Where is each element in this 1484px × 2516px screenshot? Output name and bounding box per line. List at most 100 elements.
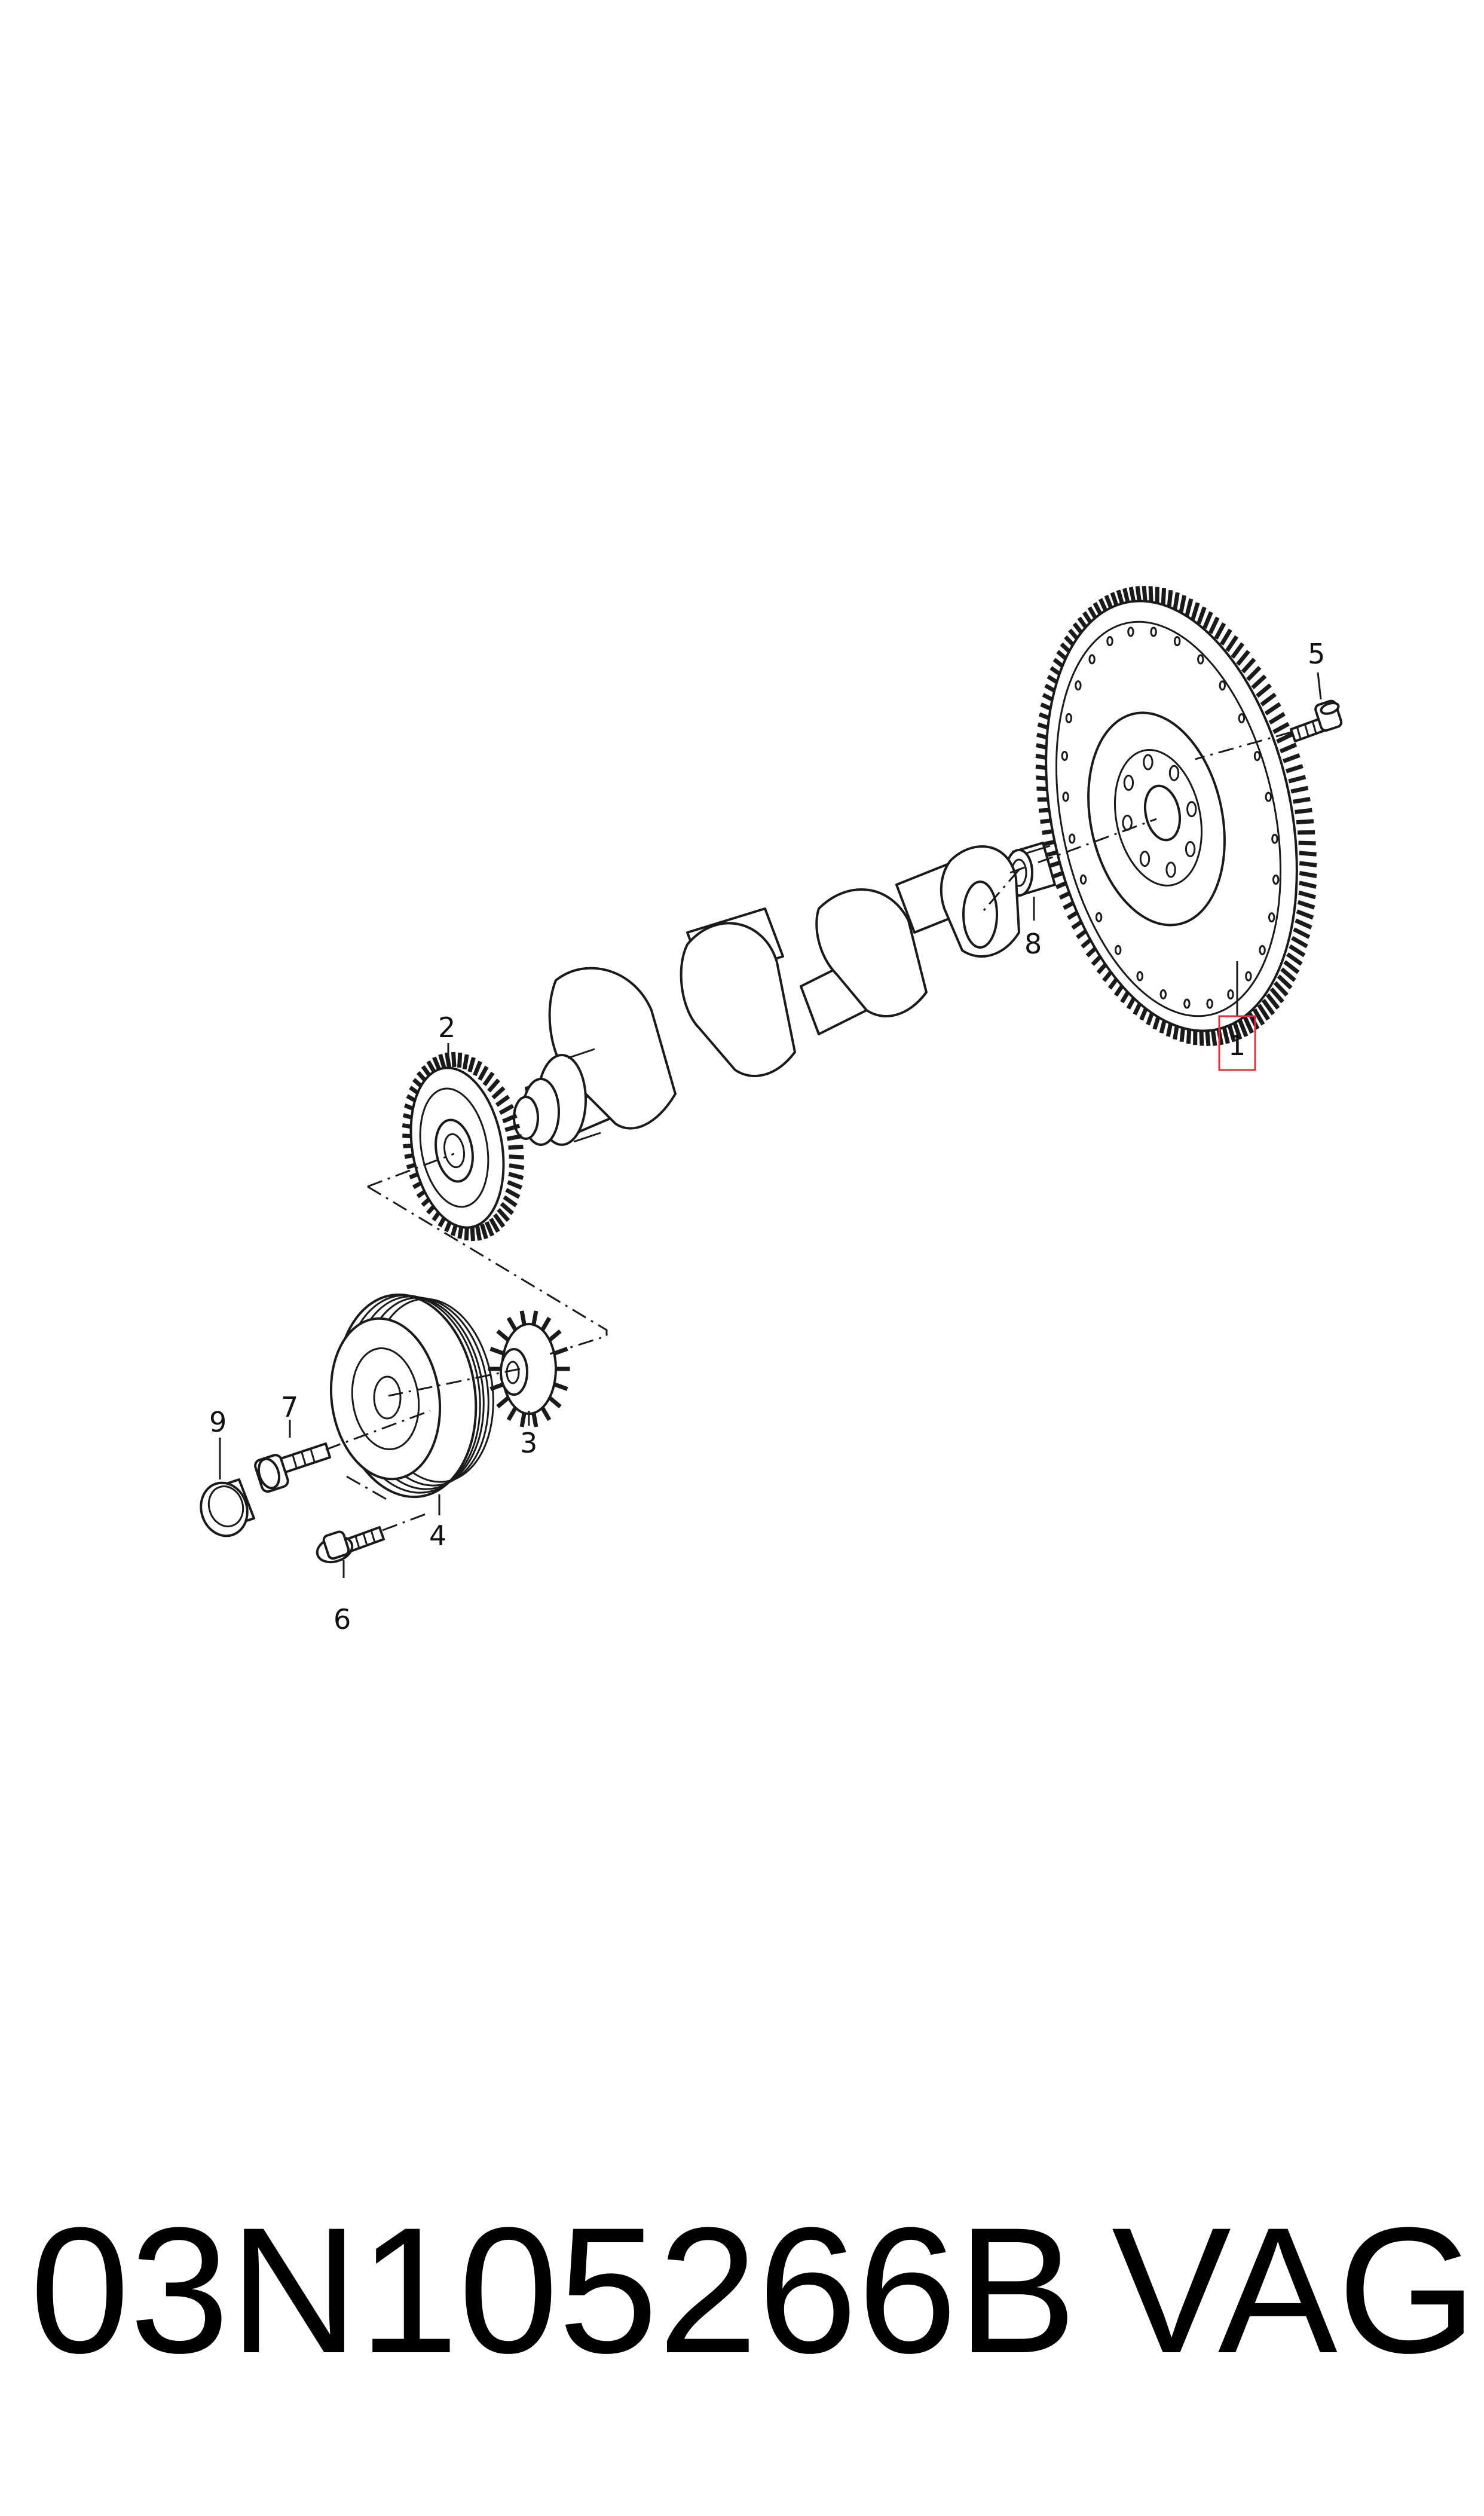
sprocket-tooth bbox=[489, 1347, 507, 1356]
gear-tooth bbox=[467, 1057, 476, 1073]
flywheel-hole bbox=[1150, 626, 1157, 637]
flywheel-hole bbox=[1219, 680, 1226, 691]
flywheel-tooth bbox=[1295, 808, 1312, 814]
flywheel-tooth bbox=[1173, 592, 1180, 610]
gear-tooth bbox=[509, 1163, 525, 1170]
flywheel-tooth bbox=[1291, 936, 1308, 949]
flywheel-tooth bbox=[1252, 1008, 1265, 1026]
flywheel-tooth bbox=[1286, 952, 1303, 966]
flywheel-tooth bbox=[1264, 702, 1281, 716]
flywheel-hole bbox=[1245, 971, 1252, 982]
flywheel-tooth bbox=[1276, 732, 1294, 744]
flywheel-tooth bbox=[1297, 900, 1315, 910]
flywheel-hole bbox=[1271, 833, 1278, 844]
assembly-guide-lines bbox=[325, 731, 1292, 1531]
sprocket-tooth bbox=[506, 1316, 519, 1333]
flywheel-tooth bbox=[1231, 642, 1245, 659]
flywheel-hole bbox=[1136, 971, 1143, 982]
flywheel-tooth bbox=[1279, 742, 1298, 754]
gear-tooth bbox=[497, 1207, 510, 1222]
flywheel-tooth bbox=[1269, 987, 1284, 1004]
sprocket-tooth bbox=[519, 1410, 527, 1427]
hub-hole bbox=[1143, 754, 1153, 771]
small-bolt bbox=[316, 1526, 385, 1564]
flywheel-hole bbox=[1268, 912, 1275, 923]
flywheel-tooth bbox=[1286, 764, 1304, 774]
gear-tooth bbox=[498, 1103, 515, 1115]
flywheel-hole bbox=[1127, 626, 1134, 637]
flywheel-hole bbox=[1183, 998, 1191, 1009]
pulley-bolt bbox=[254, 1442, 331, 1493]
flywheel-hole bbox=[1088, 654, 1096, 665]
callout-3: 3 bbox=[520, 1427, 537, 1459]
flywheel-tooth bbox=[1288, 775, 1306, 784]
flywheel-tooth bbox=[1299, 871, 1317, 879]
sprocket-tooth bbox=[546, 1395, 562, 1409]
flywheel-tooth bbox=[1203, 611, 1213, 629]
hub-hole bbox=[1185, 841, 1196, 857]
flywheel-tooth bbox=[1191, 602, 1200, 620]
flywheel-tooth bbox=[1299, 851, 1317, 857]
gear-tooth bbox=[478, 1065, 489, 1081]
flywheel-tooth bbox=[1128, 586, 1136, 605]
hub-hole bbox=[1139, 851, 1151, 867]
vibration-damper-pulley bbox=[329, 1293, 494, 1499]
gear-tooth bbox=[484, 1221, 494, 1237]
flywheel-tooth bbox=[1283, 960, 1300, 974]
callout-2: 2 bbox=[438, 1011, 455, 1044]
flywheel-hole bbox=[1238, 713, 1246, 724]
gear-tooth bbox=[506, 1134, 522, 1141]
flywheel-tooth bbox=[1293, 797, 1311, 804]
flywheel-tooth bbox=[1238, 1019, 1249, 1037]
flywheel-tooth bbox=[1251, 674, 1267, 690]
flywheel-tooth bbox=[1197, 606, 1207, 625]
gear-tooth bbox=[470, 1225, 476, 1242]
flywheel-hole bbox=[1227, 989, 1234, 999]
flywheel-hub-bolt-holes bbox=[1122, 754, 1197, 878]
flywheel-tooth bbox=[1227, 1024, 1237, 1043]
flywheel-tooth bbox=[1260, 692, 1277, 707]
flywheel-tooth bbox=[1296, 819, 1314, 825]
flywheel-hole bbox=[1253, 751, 1261, 762]
flywheel-tooth bbox=[1246, 665, 1262, 681]
flywheel-tooth bbox=[1214, 622, 1226, 640]
flywheel-tooth bbox=[1210, 1028, 1217, 1046]
hub-hole bbox=[1186, 801, 1197, 818]
sprocket-tooth bbox=[506, 1405, 519, 1421]
flywheel-tooth bbox=[1199, 1028, 1204, 1046]
flywheel-hole bbox=[1075, 680, 1082, 691]
flywheel-bolt-holes bbox=[1061, 626, 1280, 1009]
gear-tooth bbox=[475, 1225, 482, 1241]
gear-tooth bbox=[491, 1086, 506, 1100]
gear-tooth bbox=[489, 1218, 500, 1233]
flywheel-tooth bbox=[1299, 861, 1317, 868]
callout-5: 5 bbox=[1308, 638, 1325, 670]
callout-6: 6 bbox=[333, 1603, 351, 1635]
sealing-plug bbox=[200, 1478, 255, 1537]
gear-tooth bbox=[432, 1056, 442, 1072]
flywheel-hole bbox=[1062, 791, 1069, 802]
callout-8: 8 bbox=[1024, 928, 1042, 960]
gear-tooth bbox=[464, 1225, 469, 1241]
flywheel-tooth bbox=[1289, 944, 1306, 958]
flywheel-tooth bbox=[1208, 616, 1220, 634]
flywheel-tooth bbox=[1277, 974, 1293, 990]
flywheel-tooth bbox=[1232, 1022, 1243, 1040]
highlighted-callout-box bbox=[1218, 1015, 1256, 1071]
sprocket-tooth bbox=[531, 1310, 538, 1328]
callout-4: 4 bbox=[429, 1520, 446, 1552]
flywheel-tooth bbox=[1135, 586, 1142, 604]
flywheel-hole bbox=[1174, 636, 1181, 647]
hub-hole bbox=[1168, 765, 1180, 781]
gear-tooth bbox=[508, 1172, 524, 1180]
flywheel-tooth bbox=[1142, 585, 1148, 604]
gear-tooth bbox=[505, 1188, 521, 1199]
flywheel-hole bbox=[1095, 912, 1103, 922]
flywheel-tooth bbox=[1179, 595, 1187, 613]
flywheel-tooth bbox=[1272, 722, 1290, 734]
gear-tooth bbox=[503, 1195, 518, 1207]
flywheel-tooth bbox=[1299, 881, 1317, 889]
gear-tooth bbox=[438, 1053, 446, 1069]
gear-tooth bbox=[473, 1060, 482, 1077]
